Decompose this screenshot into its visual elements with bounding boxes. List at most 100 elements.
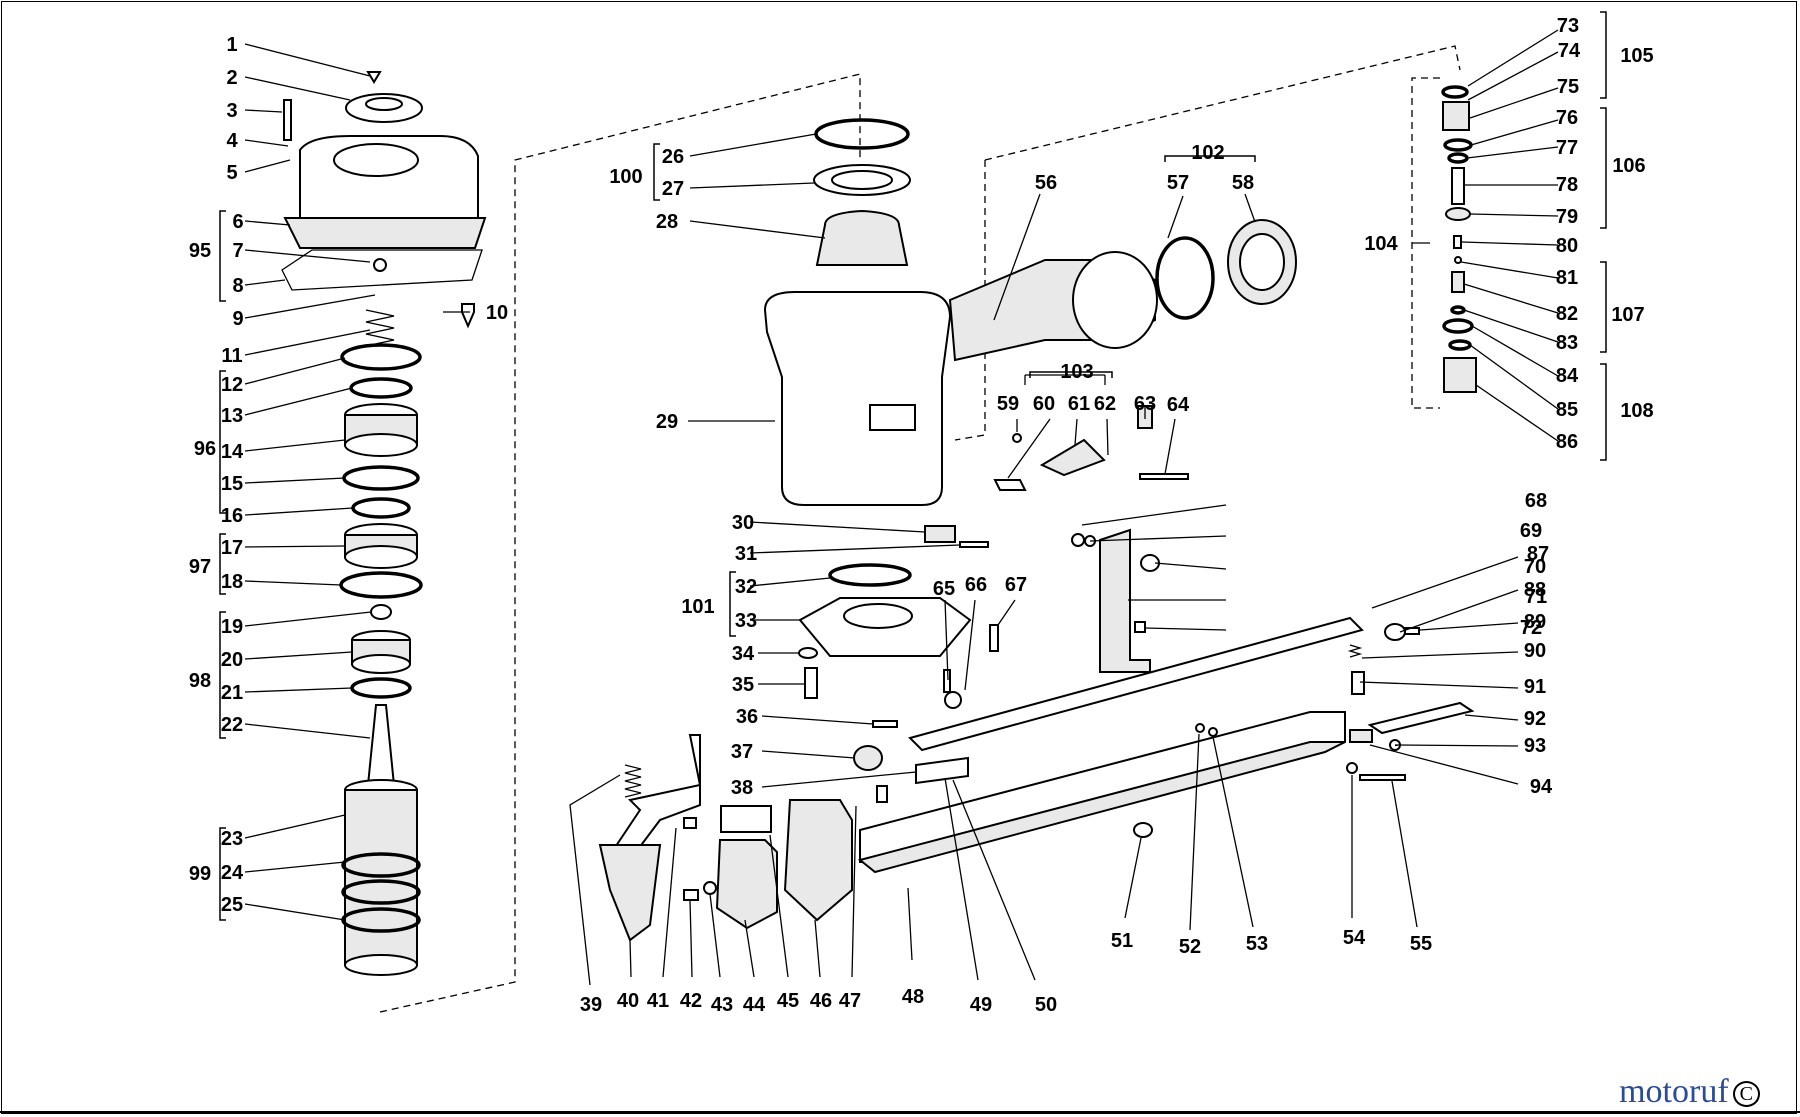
part-label-83: 83 <box>1556 332 1578 354</box>
part-label-41: 41 <box>647 990 669 1012</box>
group-label-98: 98 <box>189 670 211 692</box>
group-label-99: 99 <box>189 863 211 885</box>
part-label-29: 29 <box>656 411 678 433</box>
part-label-40: 40 <box>617 990 639 1012</box>
part-label-93: 93 <box>1524 735 1546 757</box>
part-label-27: 27 <box>662 178 684 200</box>
part-label-52: 52 <box>1179 936 1201 958</box>
part-label-14: 14 <box>221 441 244 463</box>
part-label-67: 67 <box>1005 574 1027 596</box>
part-label-75: 75 <box>1557 76 1579 98</box>
part-label-65: 65 <box>933 578 955 600</box>
part-label-61: 61 <box>1068 393 1090 415</box>
part-label-39: 39 <box>580 994 602 1016</box>
part-label-4: 4 <box>226 130 238 152</box>
part-label-37: 37 <box>731 741 753 763</box>
part-label-89: 89 <box>1524 611 1546 633</box>
part-label-70: 70 <box>1524 556 1546 578</box>
part-label-62: 62 <box>1094 393 1116 415</box>
part-label-57: 57 <box>1167 172 1189 194</box>
part-label-88: 88 <box>1524 579 1546 601</box>
part-label-16: 16 <box>221 505 243 527</box>
part-label-34: 34 <box>732 643 755 665</box>
part-label-90: 90 <box>1524 640 1546 662</box>
part-label-72: 72 <box>1520 617 1542 639</box>
part-label-30: 30 <box>732 512 754 534</box>
group-label-103: 103 <box>1060 361 1093 383</box>
part-label-28: 28 <box>656 211 678 233</box>
part-label-59: 59 <box>997 393 1019 415</box>
part-label-84: 84 <box>1556 365 1579 387</box>
part-label-87: 87 <box>1527 543 1549 565</box>
part-label-6: 6 <box>232 211 243 233</box>
part-label-86: 86 <box>1556 431 1578 453</box>
part-label-80: 80 <box>1556 235 1578 257</box>
part-label-24: 24 <box>221 862 244 884</box>
part-label-8: 8 <box>232 275 243 297</box>
part-label-71: 71 <box>1525 586 1547 608</box>
part-label-21: 21 <box>221 682 243 704</box>
part-label-69: 69 <box>1520 520 1542 542</box>
part-label-82: 82 <box>1556 303 1578 325</box>
part-label-12: 12 <box>221 374 243 396</box>
copyright-mark: C <box>1732 1080 1760 1107</box>
part-label-50: 50 <box>1035 994 1057 1016</box>
part-label-3: 3 <box>226 100 237 122</box>
group-label-101: 101 <box>681 596 714 618</box>
part-label-38: 38 <box>731 777 753 799</box>
part-label-63: 63 <box>1134 393 1156 415</box>
valve-parts <box>1441 85 1477 393</box>
assembly-outlines <box>379 45 1461 1013</box>
part-label-51: 51 <box>1111 930 1133 952</box>
part-label-20: 20 <box>221 649 243 671</box>
part-label-46: 46 <box>810 990 832 1012</box>
part-label-53: 53 <box>1246 933 1268 955</box>
part-label-19: 19 <box>221 616 243 638</box>
bottom-rule <box>0 1111 1800 1113</box>
group-label-108: 108 <box>1620 400 1653 422</box>
part-label-48: 48 <box>902 986 924 1008</box>
part-label-26: 26 <box>662 146 684 168</box>
part-label-47: 47 <box>839 990 861 1012</box>
part-label-9: 9 <box>232 308 243 330</box>
part-label-5: 5 <box>226 162 237 184</box>
part-label-91: 91 <box>1524 676 1546 698</box>
group-brackets <box>219 11 1607 921</box>
part-label-18: 18 <box>221 571 243 593</box>
part-label-15: 15 <box>221 473 243 495</box>
part-label-74: 74 <box>1558 40 1581 62</box>
part-label-94: 94 <box>1530 776 1553 798</box>
part-label-79: 79 <box>1556 206 1578 228</box>
part-label-92: 92 <box>1524 708 1546 730</box>
part-label-32: 32 <box>735 576 757 598</box>
part-label-22: 22 <box>221 714 243 736</box>
group-label-107: 107 <box>1611 304 1644 326</box>
magazine-parts <box>598 528 1475 942</box>
part-label-25: 25 <box>221 894 243 916</box>
part-label-36: 36 <box>736 706 758 728</box>
part-label-17: 17 <box>221 537 243 559</box>
part-label-33: 33 <box>735 610 757 632</box>
part-label-49: 49 <box>970 994 992 1016</box>
part-label-43: 43 <box>711 994 733 1016</box>
group-label-106: 106 <box>1612 155 1645 177</box>
part-label-68: 68 <box>1525 490 1547 512</box>
part-label-44: 44 <box>743 994 766 1016</box>
part-label-11: 11 <box>221 345 242 367</box>
part-label-55: 55 <box>1410 933 1432 955</box>
part-label-81: 81 <box>1556 267 1578 289</box>
part-label-77: 77 <box>1556 137 1578 159</box>
group-label-100: 100 <box>609 166 642 188</box>
part-label-54: 54 <box>1343 927 1366 949</box>
part-label-10: 10 <box>486 302 508 324</box>
leader-lines <box>244 29 1559 986</box>
part-label-2: 2 <box>226 67 237 89</box>
part-label-66: 66 <box>965 574 987 596</box>
part-label-13: 13 <box>221 405 243 427</box>
group-label-96: 96 <box>194 438 216 460</box>
